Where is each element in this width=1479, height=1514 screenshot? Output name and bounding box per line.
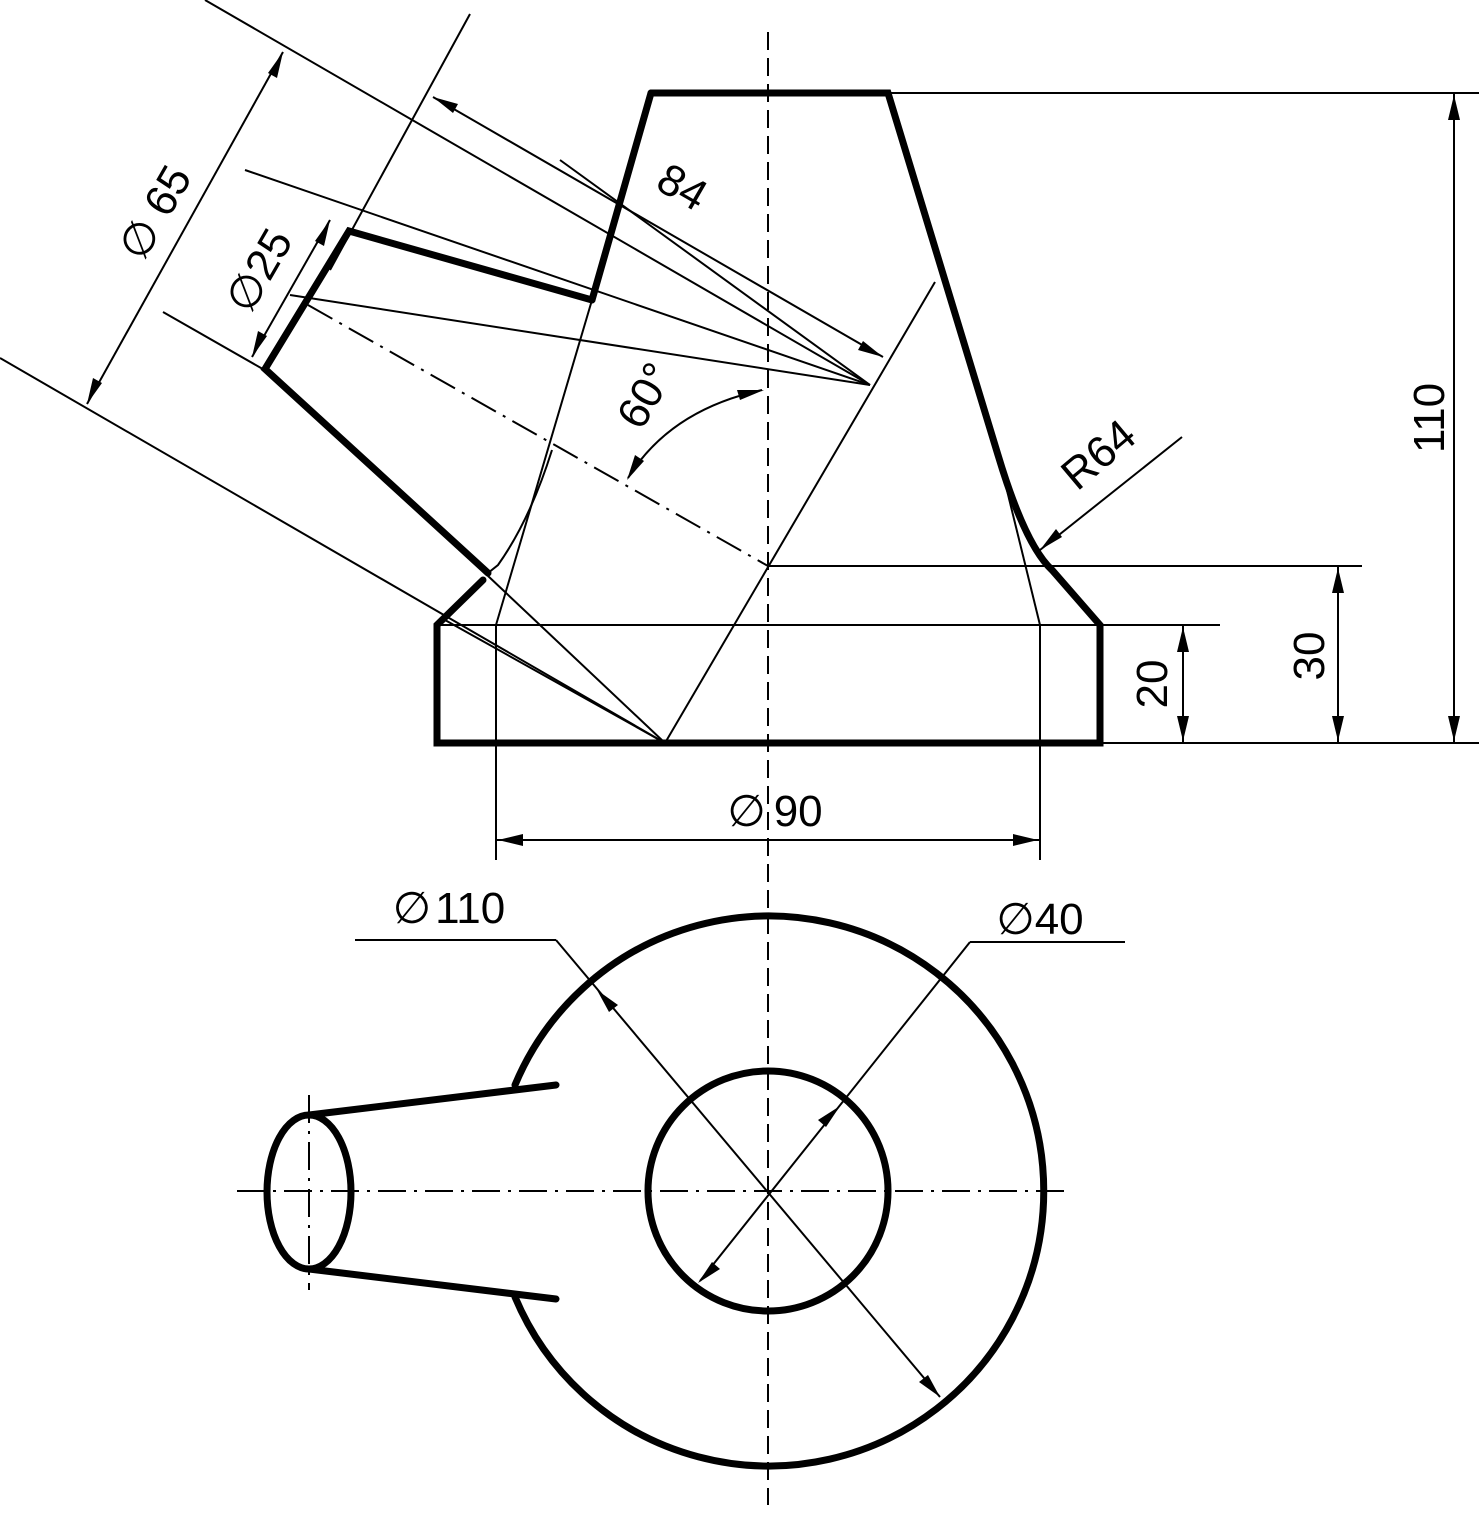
dim-40-arrow-top — [818, 1106, 840, 1127]
dim-84-arrow-right — [858, 341, 883, 357]
dim-110-label: 110 — [1405, 383, 1454, 453]
branch-line-1 — [329, 13, 471, 271]
dim-90-label: ∅90 — [727, 787, 822, 836]
dim-60-label: 60° — [608, 355, 684, 437]
branch-line-2 — [204, 0, 871, 386]
dim-r64-label: R64 — [1052, 410, 1145, 499]
dim-r64-leader — [1039, 436, 1183, 551]
branch-axis — [307, 304, 769, 567]
pipe-top-edge — [305, 1081, 560, 1119]
branch-line-6 — [289, 294, 871, 386]
dim-30-arrow-bottom — [1332, 716, 1344, 741]
branch-line-4 — [162, 311, 269, 373]
inner-circle — [644, 1067, 892, 1315]
dim-110-arrow-top — [1448, 95, 1460, 120]
branch-pipe-outline — [260, 226, 596, 577]
dim-20-arrow-bottom — [1177, 716, 1189, 741]
dim-25-label: ∅25 — [216, 221, 302, 321]
dim-60-arrow-top — [737, 390, 764, 400]
dim-84-label: 84 — [649, 154, 716, 221]
dim-60-arrow-bottom — [627, 455, 644, 480]
dim-r64-arrow — [1040, 529, 1062, 550]
dim-110-dia-arrow-bottom — [919, 1375, 940, 1397]
cone-left-edge — [588, 89, 655, 304]
cone-right-inner — [1001, 469, 1041, 626]
cone-right-outer-fillet — [1051, 569, 1101, 626]
dim-110-dia-through — [555, 939, 941, 1398]
branch-line-3 — [244, 169, 871, 386]
dim-65-arrow-top — [268, 52, 283, 78]
dim-90-arrow-left — [498, 834, 523, 846]
dim-110-dia-label: ∅110 — [393, 884, 505, 933]
dim-20-arrow-top — [1177, 627, 1189, 652]
dim-110-dia-arrow-top — [597, 990, 618, 1012]
branch-line-7 — [559, 159, 871, 386]
dim-84-arrow-left — [433, 97, 458, 113]
dim-65-line — [86, 51, 284, 405]
dim-25-arrow-top — [315, 220, 330, 246]
inner-bore-right — [664, 281, 936, 744]
inner-bore-left-2 — [486, 574, 666, 744]
dim-30-label: 30 — [1285, 632, 1334, 681]
top-view: ∅110 ∅40 — [237, 884, 1125, 1470]
dim-65-label: ∅ 65 — [109, 157, 201, 268]
dim-65-arrow-bottom — [87, 378, 102, 404]
dim-20-label: 20 — [1128, 660, 1177, 709]
main-body-outline — [433, 89, 1104, 747]
branch-line-5 — [0, 357, 666, 744]
dim-40-arrow-bottom — [698, 1262, 720, 1283]
dim-90-arrow-right — [1013, 834, 1038, 846]
dim-30-arrow-top — [1332, 568, 1344, 593]
cone-left-hidden-edge — [495, 299, 593, 626]
pipe-bottom-edge — [305, 1265, 560, 1303]
dim-25-arrow-bottom — [252, 331, 267, 357]
cone-left-fillet — [487, 449, 553, 574]
dim-25-line — [251, 219, 331, 358]
dim-110-arrow-bottom — [1448, 716, 1460, 741]
dim-40-label: ∅40 — [996, 895, 1083, 944]
dim-84-line — [432, 96, 884, 358]
